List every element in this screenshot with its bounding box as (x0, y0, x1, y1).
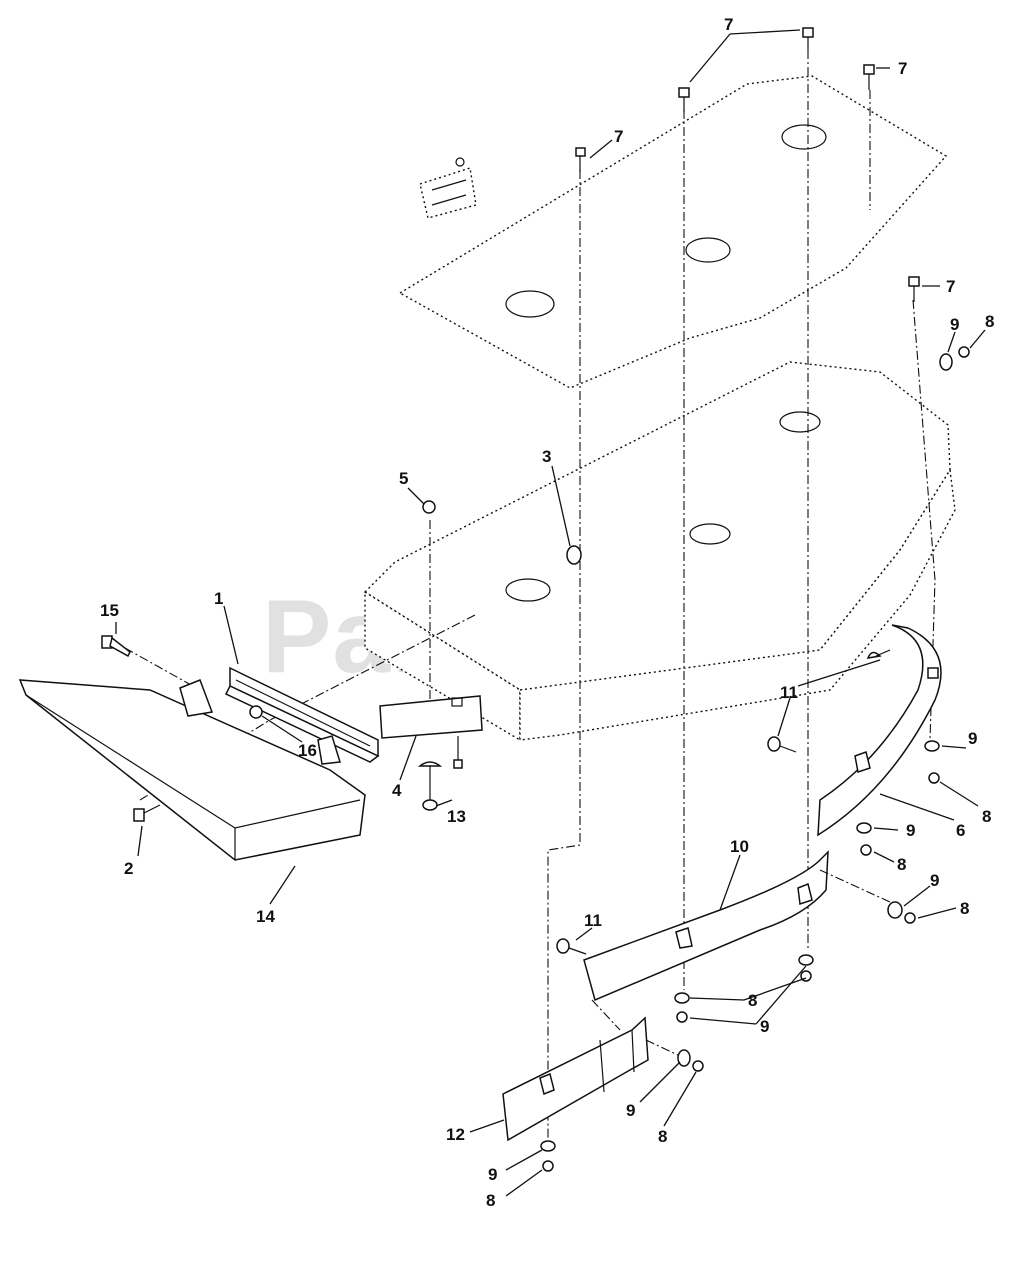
carriage-bolt-icon (866, 649, 891, 659)
callout-9: 9 (968, 729, 977, 748)
callout-9: 9 (950, 315, 959, 334)
washer-icon (677, 1049, 691, 1067)
callout-11: 11 (584, 911, 602, 930)
callout-2: 2 (124, 859, 133, 878)
baffle-10 (583, 850, 829, 1002)
centerline-j (591, 999, 621, 1031)
nut-icon (676, 1011, 688, 1023)
washer-icon (674, 992, 690, 1004)
centerline-h (124, 647, 201, 691)
callout-8: 8 (960, 899, 969, 918)
callout-8: 8 (658, 1127, 667, 1146)
callout-3: 3 (542, 447, 551, 466)
nut-icon (860, 844, 872, 856)
callout-6: 6 (956, 821, 965, 840)
nut-icon (542, 1160, 554, 1172)
callout-7: 7 (946, 277, 955, 296)
nut-icon (904, 912, 916, 924)
washer-icon (566, 545, 582, 565)
centerline-i (819, 869, 891, 903)
deck-hole-center (689, 523, 731, 545)
upper-deck-plate (398, 75, 948, 389)
discharge-deflector (18, 679, 366, 861)
nut-icon (958, 346, 970, 358)
carriage-bolt-icon (767, 736, 797, 753)
small-bracket (419, 157, 477, 219)
leader-lines (115, 29, 986, 1197)
bolt-icon (908, 276, 920, 302)
plate-hole-left (505, 290, 555, 318)
deck-hole-left (505, 578, 551, 602)
callout-7: 7 (614, 127, 623, 146)
nut-icon (692, 1060, 704, 1072)
nut-icon (928, 772, 940, 784)
plate-hole-center (685, 237, 731, 263)
washer-icon (924, 740, 940, 752)
centerline-g (139, 614, 476, 801)
callout-7: 7 (724, 15, 733, 34)
callout-8: 8 (486, 1191, 495, 1210)
deck-hole-right (779, 411, 821, 433)
carriage-bolt-icon (417, 736, 463, 811)
nut-icon (249, 705, 263, 719)
callout-9: 9 (906, 821, 915, 840)
callout-8: 8 (748, 991, 757, 1010)
callout-13: 13 (447, 807, 466, 826)
callout-15: 15 (100, 601, 119, 620)
callout-7: 7 (898, 59, 907, 78)
callout-9: 9 (760, 1017, 769, 1036)
callout-11: 11 (780, 683, 798, 702)
bolt-icon (575, 147, 586, 172)
bolt-icon (101, 635, 131, 658)
hinge-bracket (224, 666, 380, 763)
bolt-icon (133, 804, 161, 822)
callout-12: 12 (446, 1125, 465, 1144)
callout-8: 8 (897, 855, 906, 874)
callout-16: 16 (298, 741, 317, 760)
deck-plate-4 (379, 695, 483, 739)
deck-skirt (519, 467, 956, 741)
callout-10: 10 (730, 837, 749, 856)
bolt-icon (863, 64, 875, 90)
callout-8: 8 (982, 807, 991, 826)
callout-9: 9 (626, 1101, 635, 1120)
centerline-k (645, 1039, 681, 1057)
bolt-icon (678, 87, 690, 112)
washer-icon (887, 901, 903, 919)
nut-icon (422, 500, 436, 514)
baffle-6 (817, 624, 942, 837)
deck-front-face (364, 590, 521, 742)
callout-14: 14 (256, 907, 275, 926)
callout-9: 9 (930, 871, 939, 890)
callout-4: 4 (392, 781, 402, 800)
carriage-bolt-icon (556, 938, 587, 955)
washer-icon (798, 954, 814, 966)
callout-5: 5 (399, 469, 408, 488)
plate-hole-right (781, 124, 827, 150)
washer-icon (540, 1140, 556, 1152)
callout-8: 8 (985, 312, 994, 331)
washer-icon (939, 353, 953, 371)
baffle-12 (502, 1016, 649, 1142)
centerline-a (547, 170, 581, 1140)
callout-1: 1 (214, 589, 223, 608)
bolt-icon (802, 27, 814, 50)
washer-icon (856, 822, 872, 834)
callout-9: 9 (488, 1165, 497, 1184)
